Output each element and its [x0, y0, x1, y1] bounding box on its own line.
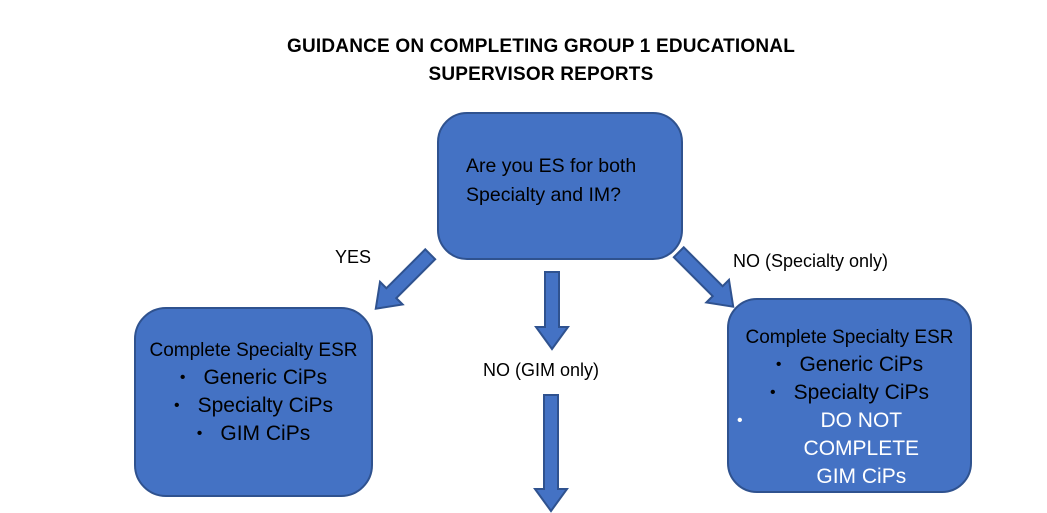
bullet-icon: •: [174, 397, 180, 414]
bullet-label: Generic CiPs: [203, 366, 328, 389]
no-gim-branch-label: NO (GIM only): [483, 360, 600, 380]
no-gim-upper-arrow-icon: [534, 271, 570, 351]
bullet-label: GIM CiPs: [220, 422, 311, 445]
bullet-icon: •: [196, 425, 203, 442]
bullet-item: • GIM CiPs: [144, 420, 363, 448]
bullet-item: • Generic CiPs: [144, 364, 363, 392]
decision-node: Are you ES for both Specialty and IM?: [437, 112, 683, 260]
decision-question: Are you ES for both Specialty and IM?: [466, 155, 637, 206]
outcome-heading: Complete Specialty ESR: [149, 340, 358, 361]
bullet-icon: •: [770, 384, 776, 401]
bullet-icon: •: [737, 412, 743, 429]
diagram-title: GUIDANCE ON COMPLETING GROUP 1 EDUCATION…: [286, 36, 796, 85]
bullet-item: • Specialty CiPs: [737, 379, 962, 407]
bullet-icon: •: [179, 369, 186, 386]
outcome-heading: Complete Specialty ESR: [745, 327, 954, 348]
bullet-item: • Specialty CiPs: [144, 392, 363, 420]
bullet-item: • Generic CiPs: [737, 351, 962, 379]
bullet-label: Specialty CiPs: [197, 394, 333, 417]
no-gim-lower-arrow-icon: [533, 394, 569, 513]
outcome-node-specialty-only: Complete Specialty ESR • Generic CiPs • …: [727, 298, 972, 493]
bullet-label: Specialty CiPs: [793, 381, 929, 404]
bullet-label: Generic CiPs: [799, 353, 924, 376]
yes-branch-label: YES: [335, 247, 372, 267]
bullet-item-warning: • DO NOT COMPLETE GIM CiPs: [737, 407, 962, 491]
no-specialty-branch-label: NO (Specialty only): [733, 251, 889, 271]
no-specialty-arrow-icon: [672, 245, 735, 308]
outcome-node-both: Complete Specialty ESR • Generic CiPs • …: [134, 307, 373, 497]
bullet-label: DO NOT COMPLETE GIM CiPs: [803, 409, 920, 488]
yes-arrow-icon: [374, 247, 437, 310]
bullet-icon: •: [775, 356, 782, 373]
